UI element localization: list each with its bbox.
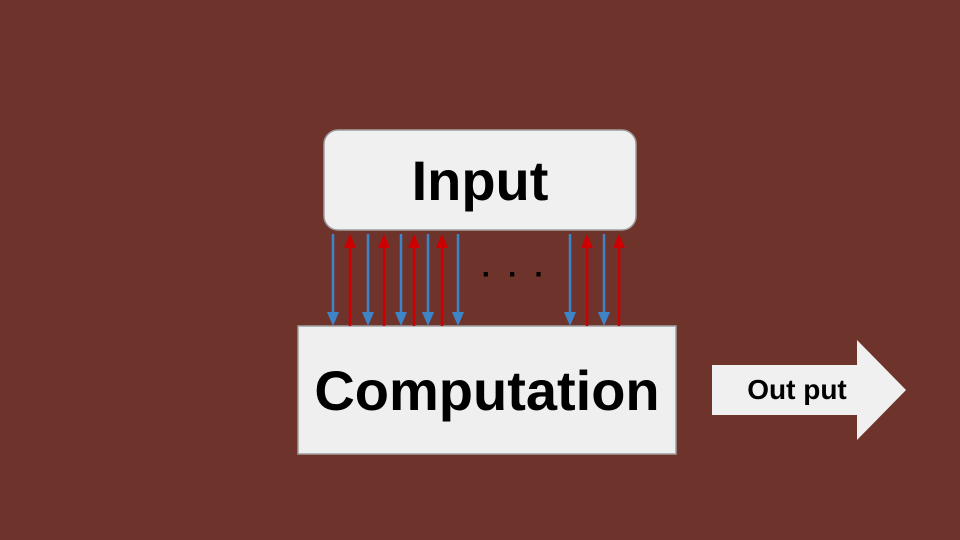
arrow-down-icon [395,234,407,326]
computation-box [297,325,677,455]
arrow-down-icon [327,234,339,326]
arrow-up-icon [408,234,420,326]
arrow-down-icon [598,234,610,326]
arrow-down-icon [452,234,464,326]
arrow-up-icon [344,234,356,326]
arrow-up-icon [436,234,448,326]
arrow-down-icon [362,234,374,326]
connector-arrows [327,234,625,326]
output-arrow-shape [712,340,906,440]
input-box [323,129,637,231]
arrow-up-icon [613,234,625,326]
arrow-down-icon [564,234,576,326]
arrow-up-icon [581,234,593,326]
arrow-down-icon [422,234,434,326]
arrow-up-icon [378,234,390,326]
